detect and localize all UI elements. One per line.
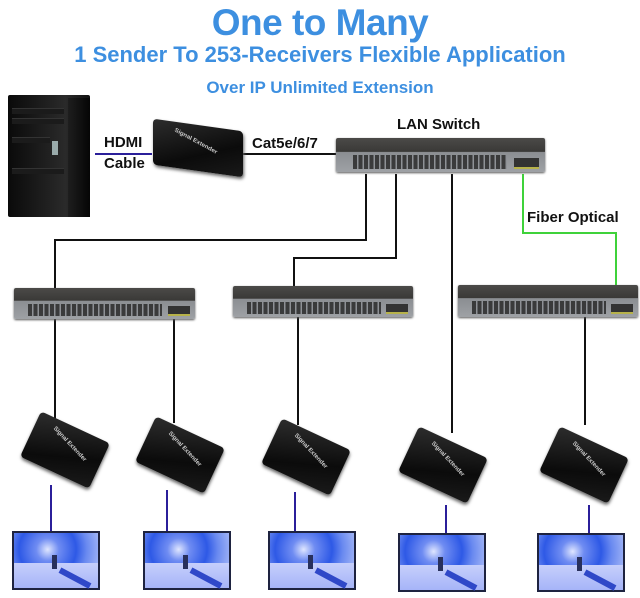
hdmi-label: HDMI — [104, 134, 143, 151]
cat-cable-switch-b — [293, 174, 397, 287]
pc-front-panel — [12, 168, 64, 174]
switch-ports — [28, 303, 163, 316]
monitor-3-icon — [268, 531, 356, 590]
fiber-cable-switch-c — [522, 174, 617, 286]
pc-drive-bay — [12, 137, 50, 143]
switch-a-icon — [14, 288, 195, 319]
monitor-4-icon — [398, 533, 486, 592]
cat-cable-switch-a — [54, 174, 367, 288]
sender-brand: Signal Extender — [173, 127, 218, 156]
switch-sfp-ports — [611, 303, 633, 314]
pc-usb-ports — [52, 141, 58, 155]
receiver-brand: Signal Extender — [51, 425, 87, 463]
cat-label: Cat5e/6/7 — [252, 135, 318, 152]
switch-sfp-ports — [513, 158, 539, 169]
pc-drive-bay — [12, 108, 64, 114]
switch-b-icon — [233, 286, 413, 317]
switch-ports — [352, 155, 508, 169]
receiver-brand: Signal Extender — [570, 440, 606, 478]
lan-switch-label: LAN Switch — [397, 116, 481, 133]
monitor-1-icon — [12, 531, 100, 590]
fiber-optical-label: Fiber Optical — [527, 209, 619, 226]
diagram-tagline: Over IP Unlimited Extension — [206, 78, 434, 97]
switch-ports — [247, 301, 381, 314]
monitor-2-icon — [143, 531, 231, 590]
receiver-brand: Signal Extender — [292, 432, 328, 470]
switch-sfp-ports — [167, 306, 190, 316]
pc-tower-side — [68, 98, 90, 217]
switch-ports — [472, 301, 606, 314]
diagram-title: One to Many — [211, 2, 429, 43]
switch-sfp-ports — [386, 304, 408, 314]
monitor-5-icon — [537, 533, 625, 592]
main-lan-switch-icon — [336, 138, 545, 172]
diagram-subtitle: 1 Sender To 253-Receivers Flexible Appli… — [74, 42, 566, 67]
receiver-brand: Signal Extender — [166, 430, 202, 468]
switch-c-icon — [458, 285, 638, 317]
receiver-brand: Signal Extender — [429, 440, 465, 478]
cable-label: Cable — [104, 155, 145, 172]
pc-drive-bay — [12, 118, 64, 124]
